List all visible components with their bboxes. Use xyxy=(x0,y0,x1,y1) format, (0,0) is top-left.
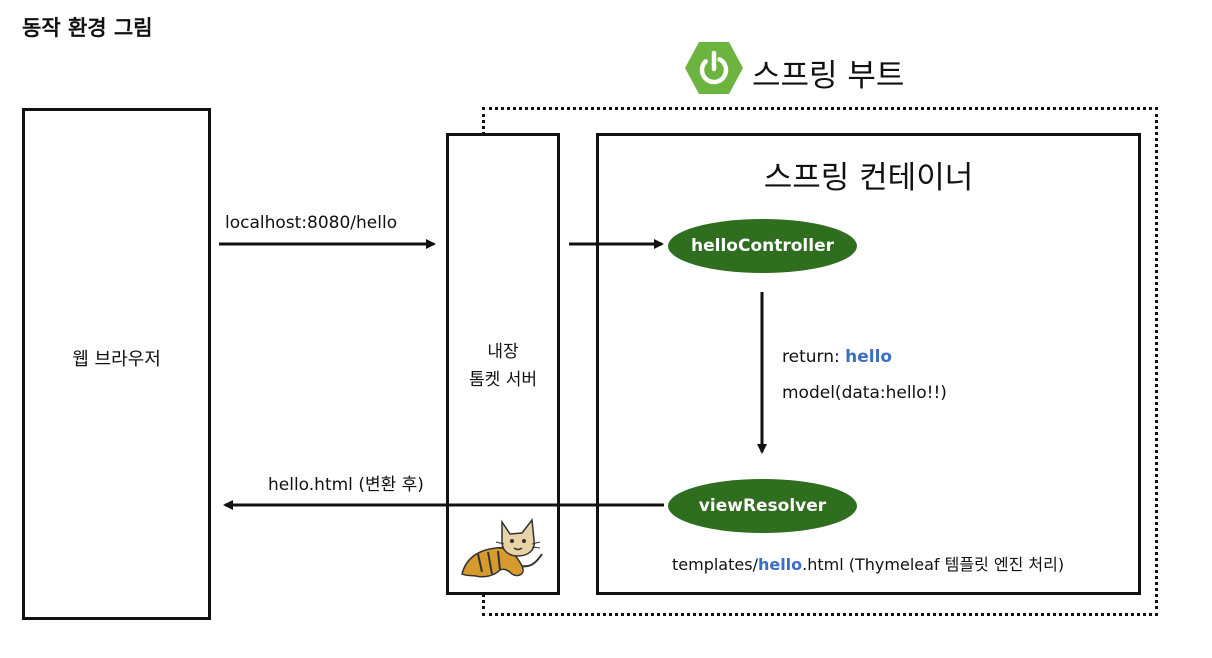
tomcat-server-box xyxy=(446,133,560,595)
return-label: return: hello xyxy=(782,347,892,367)
model-label: model(data:hello!!) xyxy=(782,383,947,403)
hello-controller-node: helloController xyxy=(668,219,857,273)
template-highlight: hello xyxy=(757,555,803,574)
spring-container-label: 스프링 컨테이너 xyxy=(763,160,974,196)
view-resolver-node: viewResolver xyxy=(668,479,857,533)
tomcat-cat-icon xyxy=(461,518,543,578)
web-browser-box xyxy=(22,108,211,620)
web-browser-label: 웹 브라우저 xyxy=(72,349,161,370)
tomcat-server-label: 내장 톰켓 서버 xyxy=(446,338,560,394)
return-prefix: return: xyxy=(782,347,846,367)
tomcat-label-line2: 톰켓 서버 xyxy=(469,370,537,390)
template-label: templates/hello.html (Thymeleaf 템플릿 엔진 처… xyxy=(672,551,1064,575)
power-icon xyxy=(685,42,743,94)
tomcat-label-line1: 내장 xyxy=(487,342,519,362)
response-label: hello.html (변환 후) xyxy=(268,475,424,495)
request-url-label: localhost:8080/hello xyxy=(225,213,398,233)
spring-boot-label: 스프링 부트 xyxy=(752,58,905,94)
template-suffix: .html (Thymeleaf 템플릿 엔진 처리) xyxy=(802,555,1065,574)
return-value: hello xyxy=(845,347,893,367)
template-prefix: templates/ xyxy=(672,555,758,574)
page-title: 동작 환경 그림 xyxy=(22,16,153,40)
